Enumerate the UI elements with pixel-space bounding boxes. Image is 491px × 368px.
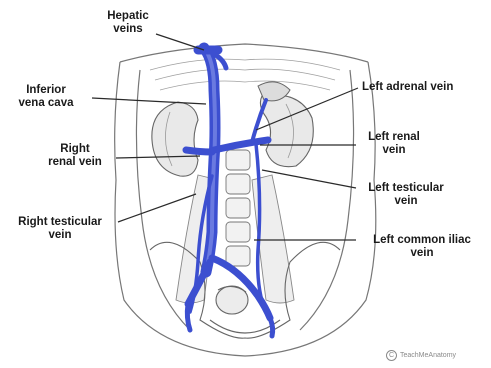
left-kidney (258, 82, 313, 167)
diaphragm-detail (150, 59, 340, 90)
label-inferior-vena-cava: Inferior vena cava (8, 84, 84, 110)
label-right-testicular-vein: Right testicular vein (4, 216, 116, 242)
label-left-adrenal-vein: Left adrenal vein (362, 81, 453, 94)
label-left-testicular-vein: Left testicular vein (356, 182, 456, 208)
right-kidney (152, 102, 198, 176)
label-left-common-iliac-vein: Left common iliac vein (360, 234, 484, 260)
watermark-text: TeachMeAnatomy (400, 352, 456, 359)
label-right-renal-vein: Right renal vein (36, 143, 114, 169)
label-hepatic-veins: Hepatic veins (92, 10, 164, 36)
teachmeanatomy-watermark: C TeachMeAnatomy (386, 350, 456, 361)
label-left-renal-vein: Left renal vein (356, 131, 432, 157)
vertebral-column (226, 150, 250, 266)
copyright-icon: C (386, 350, 397, 361)
